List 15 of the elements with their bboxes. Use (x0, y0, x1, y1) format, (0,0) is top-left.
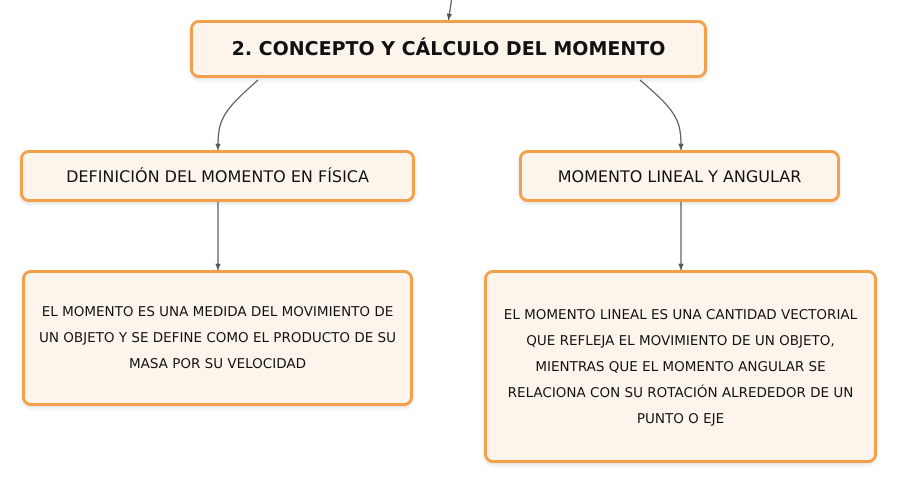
node-text: EL MOMENTO ES UNA MEDIDA DEL MOVIMIENTO DE UN OBJETO Y SE DEFINE COMO EL PRODUCTO DE SU MASA POR SU VELOCIDAD (38, 303, 397, 374)
node-text: 2. CONCEPTO Y CÁLCULO DEL MOMENTO (232, 38, 666, 60)
node-text: MOMENTO LINEAL Y ANGULAR (558, 166, 802, 186)
topic-box (190, 20, 707, 78)
subtopic-box (519, 150, 840, 202)
subtopic-box (22, 270, 413, 406)
arrow (640, 80, 684, 150)
arrow (215, 202, 221, 270)
node-text: EL MOMENTO LINEAL ES UNA CANTIDAD VECTORIAL QUE REFLEJA EL MOVIMIENTO DE UN OBJETO, MIENTRAS QUE EL MOMENTO ANGULAR SE RELACIONA CON SU ROTACIÓN ALREDEDOR DE UN PUNTO O EJE (502, 306, 858, 428)
arrow (678, 202, 684, 270)
subtopic-box (484, 270, 877, 463)
subtopic-box (20, 150, 415, 202)
arrow (215, 80, 258, 150)
node-text: DEFINICIÓN DEL MOMENTO EN FÍSICA (66, 166, 369, 186)
arrow (446, 0, 452, 20)
